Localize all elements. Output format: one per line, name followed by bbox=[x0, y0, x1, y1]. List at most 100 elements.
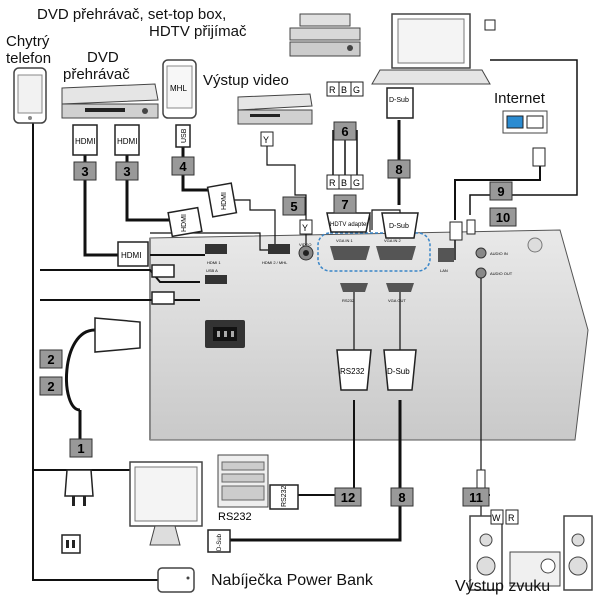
w-connector-label: W bbox=[492, 513, 501, 523]
rs232-connector-label: RS232 bbox=[281, 485, 288, 507]
dsub-connector-label: D-Sub bbox=[389, 97, 409, 104]
g-connector-label: G bbox=[353, 85, 360, 95]
y-connector-label: Y bbox=[263, 135, 269, 145]
cable-badge bbox=[282, 196, 306, 216]
port-label: LAN bbox=[440, 268, 448, 273]
hdmi-connector-label: HDMI bbox=[121, 251, 141, 260]
audio-in-port bbox=[475, 247, 487, 259]
cable-badge-label: 1 bbox=[77, 441, 84, 456]
g-connector-label: G bbox=[353, 178, 360, 188]
power-bank-label: Nabíječka Power Bank bbox=[211, 572, 373, 589]
dvd-label-line1: DVD bbox=[87, 49, 119, 66]
rs232-connector-label: RS232 bbox=[340, 367, 365, 376]
smartphone-label-line1: Chytrý bbox=[6, 33, 50, 50]
dvd-settop-label: DVD přehrávač, set-top box, bbox=[37, 6, 227, 23]
settop-devices bbox=[289, 13, 361, 57]
projector-ports: HDMI 1 HDMI 2 / MHL VIDEO VGA IN 1 VGA I… bbox=[205, 232, 513, 348]
cable-badge bbox=[333, 121, 357, 141]
vga-in1-port bbox=[330, 246, 370, 260]
r-connector-label: R bbox=[329, 85, 336, 95]
hdmi-connector-label: HDMI bbox=[181, 214, 188, 232]
hdmi-connector-label: HDMI bbox=[75, 137, 95, 146]
cable-badge-label: 3 bbox=[123, 164, 130, 179]
port-label: VGA OUT bbox=[388, 298, 406, 303]
cable-badge bbox=[171, 156, 195, 176]
port-label: VGA IN 1 bbox=[336, 238, 353, 243]
usb-a-port bbox=[205, 275, 227, 284]
cable-badge bbox=[39, 349, 63, 369]
r-connector-label: R bbox=[329, 178, 336, 188]
laptop-device bbox=[371, 13, 491, 85]
b-connector-label: B bbox=[341, 85, 347, 95]
b-connector-label: B bbox=[341, 178, 347, 188]
port-label: HDMI 2 / MHL bbox=[262, 260, 288, 265]
lan-port bbox=[438, 248, 454, 262]
wall-outlet-icon bbox=[61, 534, 81, 554]
video-output-label: Výstup video bbox=[203, 72, 289, 89]
cable-badge bbox=[387, 159, 411, 179]
hdtv-adapter-label: HDTV adapter bbox=[330, 222, 368, 228]
power-plug-icon bbox=[64, 469, 94, 506]
dsub-connector-label: D-Sub bbox=[389, 223, 409, 230]
internet-socket bbox=[502, 110, 548, 134]
power-bank-device bbox=[157, 567, 195, 593]
cable-badge bbox=[390, 487, 414, 507]
cable-badge-label: 8 bbox=[395, 162, 402, 177]
port-label: AUDIO OUT bbox=[490, 271, 513, 276]
hdmi2-port bbox=[268, 244, 290, 254]
dvd-label-line2: přehrávač bbox=[63, 66, 130, 83]
port-label: VGA IN 2 bbox=[384, 238, 401, 243]
port-label: HDMI 1 bbox=[207, 260, 221, 265]
mhl-label: MHL bbox=[170, 84, 187, 93]
cable-badge bbox=[333, 194, 357, 214]
cable-badge bbox=[115, 161, 139, 181]
port-label: VIDEO bbox=[299, 242, 311, 247]
port-label: AUDIO IN bbox=[490, 251, 508, 256]
port-label: RS232 bbox=[342, 298, 355, 303]
cable-badge bbox=[69, 438, 93, 458]
cable-badge-label: 4 bbox=[179, 159, 187, 174]
mhl-phone-device: MHL bbox=[162, 59, 197, 119]
cable-badge-label: 3 bbox=[81, 164, 88, 179]
cable-badge-label: 6 bbox=[341, 124, 348, 139]
hdmi1-port bbox=[205, 244, 227, 254]
dvd-player-device bbox=[61, 83, 159, 119]
rs232-port bbox=[340, 283, 368, 292]
cable-badge-label: 10 bbox=[496, 210, 510, 225]
audio-out-port bbox=[475, 267, 487, 279]
port-label: USB A bbox=[206, 268, 218, 273]
hdtv-receiver-label: HDTV přijímač bbox=[149, 23, 247, 40]
cable-badge-label: 11 bbox=[469, 490, 483, 505]
rs232-device bbox=[217, 454, 269, 508]
hdmi-connector-label: HDMI bbox=[117, 137, 137, 146]
hdmi-connector-label: HDMI bbox=[221, 192, 228, 210]
projector-foot-icon bbox=[527, 237, 543, 253]
internet-label: Internet bbox=[494, 90, 545, 107]
cable-badge bbox=[489, 207, 517, 227]
dsub-connector-label: D-Sub bbox=[387, 367, 410, 376]
cable-badge-label: 2 bbox=[47, 379, 54, 394]
cable-number-badges: 1 2 2 3 3 4 5 6 7 8 8 9 10 11 12 bbox=[39, 121, 517, 507]
r-connector-label: R bbox=[508, 513, 515, 523]
rs232-device-label: RS232 bbox=[218, 511, 252, 523]
vga-in2-port bbox=[376, 246, 416, 260]
cable-badge-label: 7 bbox=[341, 197, 348, 212]
cable-badge-label: 2 bbox=[47, 352, 54, 367]
dsub-connector-label: D-Sub bbox=[217, 533, 223, 551]
cable-badge-label: 12 bbox=[341, 490, 355, 505]
cable-badge-label: 9 bbox=[497, 184, 504, 199]
smartphone-label-line2: telefon bbox=[6, 50, 52, 67]
cable-badge bbox=[73, 161, 97, 181]
projector bbox=[149, 229, 589, 441]
speaker-system-device bbox=[469, 515, 593, 591]
video-output-device bbox=[237, 93, 313, 125]
cable-badge-label: 5 bbox=[290, 199, 297, 214]
usb-connector-label: USB bbox=[181, 128, 188, 143]
cable-badge bbox=[462, 487, 490, 507]
cable-badge bbox=[489, 181, 513, 201]
vga-out-port bbox=[386, 283, 414, 292]
smartphone-device bbox=[13, 67, 47, 124]
cable-badge-label: 8 bbox=[398, 490, 405, 505]
